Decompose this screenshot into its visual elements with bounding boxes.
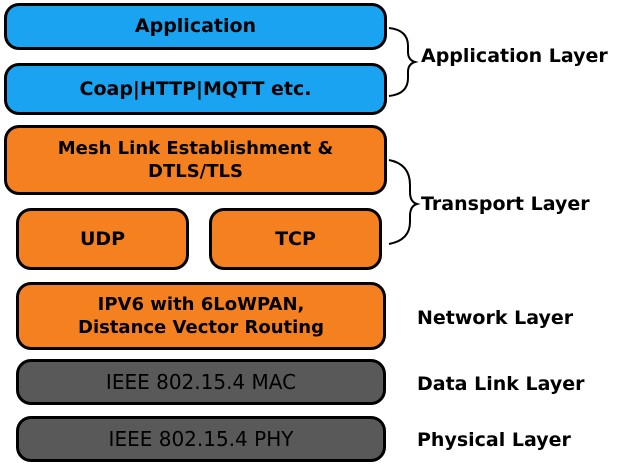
udp-text: UDP [79,227,126,250]
tcp-box: TCP [209,208,382,270]
phy-box: IEEE 802.15.4 PHY [16,416,386,462]
network-text-line1: IPV6 with 6LoWPAN, [97,293,305,315]
tcp-text: TCP [275,227,316,250]
network-box: IPV6 with 6LoWPAN, Distance Vector Routi… [16,282,386,350]
physical-layer-label: Physical Layer [417,429,571,451]
application-brace [388,27,419,97]
network-text-line2: Distance Vector Routing [78,317,324,338]
mac-text: IEEE 802.15.4 MAC [105,370,297,394]
protocols-box: Coap|HTTP|MQTT etc. [4,63,387,115]
transport-layer-label: Transport Layer [421,193,590,215]
phy-text: IEEE 802.15.4 PHY [108,427,294,451]
mesh-link-text-line1: Mesh Link Establishment & [57,137,334,159]
application-text: Application [134,15,257,38]
transport-brace [388,159,421,245]
application-layer-label: Application Layer [421,45,608,67]
application-box: Application [4,3,387,50]
mesh-link-box: Mesh Link Establishment & DTLS/TLS [4,125,387,195]
mac-box: IEEE 802.15.4 MAC [16,359,386,405]
network-layer-label: Network Layer [417,307,574,329]
udp-box: UDP [16,208,189,270]
protocols-text: Coap|HTTP|MQTT etc. [79,77,312,100]
data-link-layer-label: Data Link Layer [417,373,585,395]
mesh-link-text-line2: DTLS/TLS [148,161,243,182]
